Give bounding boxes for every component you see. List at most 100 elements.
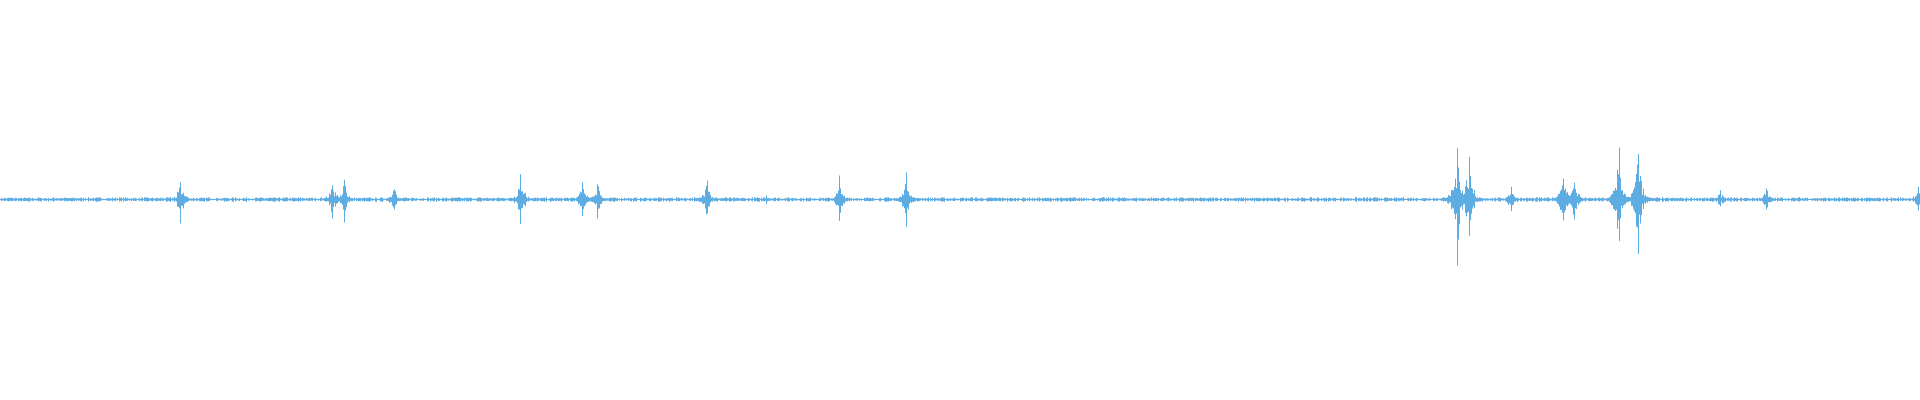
waveform-sample bbox=[1196, 197, 1197, 201]
waveform-sample bbox=[452, 197, 453, 202]
waveform-sample bbox=[556, 197, 557, 201]
waveform-sample bbox=[1745, 197, 1746, 202]
waveform-sample bbox=[207, 197, 208, 202]
waveform-sample bbox=[1539, 197, 1540, 202]
waveform-sample bbox=[405, 197, 406, 202]
waveform-sample bbox=[479, 197, 480, 202]
waveform-sample bbox=[97, 197, 98, 202]
waveform-sample bbox=[606, 198, 607, 201]
waveform-sample bbox=[1, 197, 2, 202]
waveform-sample bbox=[352, 198, 353, 202]
waveform-sample bbox=[133, 197, 134, 201]
waveform-sample bbox=[1833, 198, 1834, 201]
waveform-sample bbox=[638, 198, 639, 201]
waveform-sample bbox=[1028, 198, 1029, 201]
waveform-sample bbox=[1866, 197, 1867, 202]
waveform-sample bbox=[1231, 198, 1232, 201]
waveform-sample bbox=[478, 197, 479, 202]
waveform-sample bbox=[984, 198, 985, 201]
waveform-sample bbox=[1594, 198, 1595, 201]
waveform-sample bbox=[1339, 198, 1340, 201]
waveform-sample bbox=[1288, 198, 1289, 201]
waveform-sample bbox=[794, 198, 795, 201]
waveform-sample bbox=[1754, 198, 1755, 202]
waveform-sample bbox=[1549, 198, 1550, 202]
waveform-sample bbox=[52, 198, 53, 201]
waveform-sample bbox=[340, 195, 341, 204]
waveform-sample bbox=[585, 194, 586, 205]
waveform-sample bbox=[1144, 198, 1145, 201]
waveform-sample bbox=[975, 197, 976, 202]
waveform-sample bbox=[1841, 198, 1842, 201]
waveform-sample bbox=[1480, 197, 1481, 202]
waveform-sample bbox=[233, 197, 234, 202]
waveform-sample bbox=[1741, 197, 1742, 202]
waveform-sample bbox=[1219, 198, 1220, 201]
waveform-sample bbox=[64, 197, 65, 202]
waveform-sample bbox=[896, 198, 897, 202]
waveform-sample bbox=[1510, 194, 1511, 205]
waveform-sample bbox=[1863, 198, 1864, 201]
waveform-sample bbox=[523, 194, 524, 205]
waveform-sample bbox=[1073, 197, 1074, 202]
waveform-sample bbox=[667, 198, 668, 201]
waveform-sample bbox=[281, 198, 282, 201]
waveform-sample bbox=[1654, 198, 1655, 201]
waveform-sample bbox=[395, 191, 396, 206]
waveform-sample bbox=[979, 198, 980, 201]
waveform-sample bbox=[1175, 198, 1176, 201]
waveform-sample bbox=[956, 198, 957, 201]
waveform-sample bbox=[748, 198, 749, 202]
waveform-sample bbox=[1698, 198, 1699, 201]
waveform-sample bbox=[1638, 154, 1639, 254]
waveform-sample bbox=[989, 197, 990, 202]
waveform-sample bbox=[333, 191, 334, 208]
waveform-sample bbox=[477, 198, 478, 202]
waveform-sample bbox=[288, 198, 289, 201]
waveform-sample bbox=[461, 198, 462, 201]
waveform-sample bbox=[206, 197, 207, 202]
waveform-sample bbox=[1291, 198, 1292, 201]
waveform-sample bbox=[1896, 198, 1897, 201]
waveform-sample bbox=[474, 198, 475, 201]
waveform-sample bbox=[1673, 198, 1674, 201]
waveform-sample bbox=[55, 198, 56, 201]
waveform-sample bbox=[1724, 197, 1725, 202]
waveform-sample bbox=[712, 197, 713, 202]
waveform-sample bbox=[154, 198, 155, 201]
waveform-sample bbox=[1545, 198, 1546, 201]
waveform-sample bbox=[1607, 197, 1608, 202]
waveform-sample bbox=[1431, 198, 1432, 201]
waveform-sample bbox=[468, 197, 469, 202]
waveform-sample bbox=[358, 198, 359, 202]
waveform-sample bbox=[1029, 197, 1030, 202]
waveform-sample bbox=[684, 198, 685, 201]
waveform-sample bbox=[1409, 198, 1410, 201]
waveform-sample bbox=[874, 198, 875, 201]
waveform-sample bbox=[1135, 198, 1136, 201]
waveform-sample bbox=[1891, 197, 1892, 202]
waveform-sample bbox=[437, 198, 438, 201]
waveform-sample bbox=[1618, 173, 1619, 221]
waveform-sample bbox=[1610, 196, 1611, 203]
waveform-sample bbox=[311, 197, 312, 201]
waveform-sample bbox=[715, 197, 716, 202]
waveform-sample bbox=[793, 198, 794, 201]
waveform-sample bbox=[732, 198, 733, 201]
waveform-sample bbox=[1595, 197, 1596, 202]
waveform-sample bbox=[1822, 198, 1823, 201]
waveform-sample bbox=[1367, 197, 1368, 202]
waveform-sample bbox=[92, 198, 93, 201]
waveform-sample bbox=[83, 197, 84, 202]
waveform-sample bbox=[1423, 198, 1424, 201]
waveform-sample bbox=[1862, 197, 1863, 202]
waveform-sample bbox=[1764, 193, 1765, 205]
waveform-sample bbox=[674, 198, 675, 201]
waveform-sample bbox=[666, 198, 667, 202]
waveform-sample bbox=[1061, 197, 1062, 202]
waveform-sample bbox=[1110, 197, 1111, 202]
waveform-sample bbox=[1631, 193, 1632, 206]
waveform-sample bbox=[726, 197, 727, 202]
waveform-sample bbox=[612, 198, 613, 201]
